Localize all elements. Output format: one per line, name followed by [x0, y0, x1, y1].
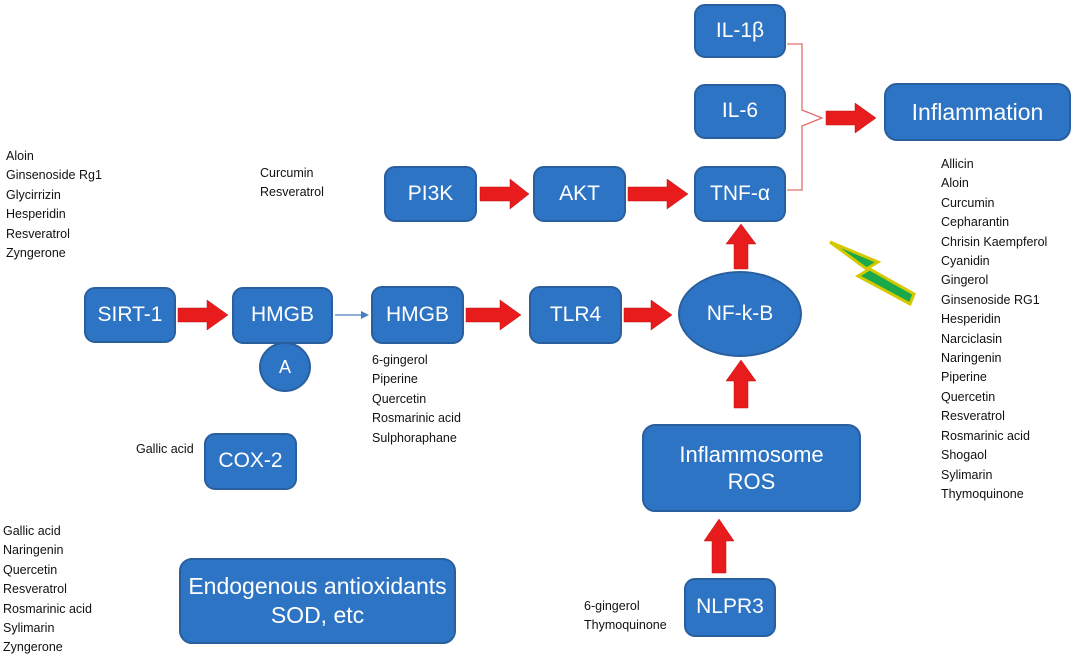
- list-item: Chrisin Kaempferol: [941, 234, 1048, 249]
- list-item: Shogaol: [941, 448, 987, 463]
- hmgb-node: HMGB: [371, 286, 464, 344]
- tnfa-node: TNF-α: [694, 166, 786, 222]
- nlpr3-compound-list: 6-gingerol Thymoquinone: [584, 597, 667, 636]
- list-item: Gingerol: [941, 273, 989, 288]
- list-item: Aloin: [941, 176, 969, 191]
- list-item: Thymoquinone: [584, 618, 667, 633]
- list-item: Glycirrizin: [6, 187, 61, 202]
- list-item: Resveratrol: [3, 582, 67, 597]
- list-item: Aloin: [6, 149, 34, 163]
- arrow-hmgba-hmgb: [335, 311, 369, 319]
- arrow-nfkb-tnfa: [725, 223, 757, 270]
- list-item: Quercetin: [372, 391, 427, 406]
- list-item: Piperine: [372, 372, 418, 387]
- arrow-nlpr3-inflammosome: [703, 518, 735, 574]
- list-item: Hesperidin: [941, 312, 1001, 327]
- list-item: Quercetin: [941, 389, 996, 404]
- inflammosome-node: Inflammosome ROS: [642, 424, 861, 512]
- lightning-bolt-icon: [829, 240, 916, 307]
- cytokine-bracket: [787, 43, 824, 191]
- arrow-cytokines-inflammation: [825, 102, 877, 134]
- hmgb-a-node: HMGB: [232, 287, 333, 344]
- arrow-inflammosome-nfkb: [725, 359, 757, 409]
- list-item: Naringenin: [3, 543, 64, 558]
- list-item: Rosmarinic acid: [3, 601, 92, 616]
- list-item: Resveratrol: [941, 409, 1005, 424]
- arrow-sirt1-hmgb: [177, 299, 229, 331]
- list-item: Cyanidin: [941, 254, 990, 269]
- list-item: Sulphoraphane: [372, 430, 457, 445]
- inflammation-node: Inflammation: [884, 83, 1071, 141]
- list-item: Quercetin: [3, 562, 58, 577]
- pi3k-node: PI3K: [384, 166, 477, 222]
- list-item: 6-gingerol: [584, 599, 640, 613]
- sirt1-compound-list: Aloin Ginsenoside Rg1 Glycirrizin Hesper…: [6, 147, 102, 263]
- arrow-akt-tnfa: [627, 178, 689, 210]
- pi3k-compound-list: Curcumin Resveratrol: [260, 164, 324, 203]
- list-item: Sylimarin: [3, 621, 55, 636]
- inflammation-compound-list: Allicin Aloin Curcumin Cepharantin Chris…: [941, 155, 1047, 504]
- hmgb-compound-list: 6-gingerol Piperine Quercetin Rosmarinic…: [372, 351, 461, 448]
- akt-node: AKT: [533, 166, 626, 222]
- arrow-pi3k-akt: [479, 178, 530, 210]
- list-item: Resveratrol: [260, 185, 324, 200]
- list-item: Zyngerone: [3, 640, 63, 655]
- list-item: Zyngerone: [6, 246, 66, 261]
- list-item: Narciclasin: [941, 331, 1003, 346]
- list-item: Piperine: [941, 370, 987, 385]
- nlpr3-node: NLPR3: [684, 578, 776, 637]
- list-item: Sylimarin: [941, 467, 993, 482]
- list-item: 6-gingerol: [372, 353, 428, 367]
- cox2-compound-list: Gallic acid: [136, 440, 194, 459]
- list-item: Hesperidin: [6, 207, 66, 222]
- list-item: Ginsenoside Rg1: [6, 168, 102, 183]
- il6-node: IL-6: [694, 84, 786, 139]
- cox2-node: COX-2: [204, 433, 297, 490]
- list-item: Thymoquinone: [941, 486, 1024, 501]
- list-item: Resveratrol: [6, 226, 70, 241]
- list-item: Naringenin: [941, 351, 1002, 366]
- il1b-node: IL-1β: [694, 4, 786, 58]
- list-item: Rosmarinic acid: [372, 411, 461, 426]
- arrow-tlr4-nfkb: [623, 299, 673, 331]
- list-item: Allicin: [941, 157, 974, 171]
- list-item: Ginsenoside RG1: [941, 292, 1040, 307]
- a-node: A: [259, 342, 311, 392]
- arrow-hmgb-tlr4: [465, 299, 522, 331]
- list-item: Cepharantin: [941, 215, 1010, 230]
- list-item: Gallic acid: [136, 442, 194, 456]
- list-item: Gallic acid: [3, 524, 61, 538]
- endogenous-antioxidants-node: Endogenous antioxidants SOD, etc: [179, 558, 456, 644]
- list-item: Rosmarinic acid: [941, 428, 1030, 443]
- list-item: Curcumin: [260, 166, 314, 180]
- list-item: Curcumin: [941, 195, 995, 210]
- sirt1-node: SIRT-1: [84, 287, 176, 343]
- nfkb-node: NF-k-B: [678, 271, 802, 357]
- tlr4-node: TLR4: [529, 286, 622, 344]
- antioxidant-compound-list: Gallic acid Naringenin Quercetin Resvera…: [3, 522, 92, 658]
